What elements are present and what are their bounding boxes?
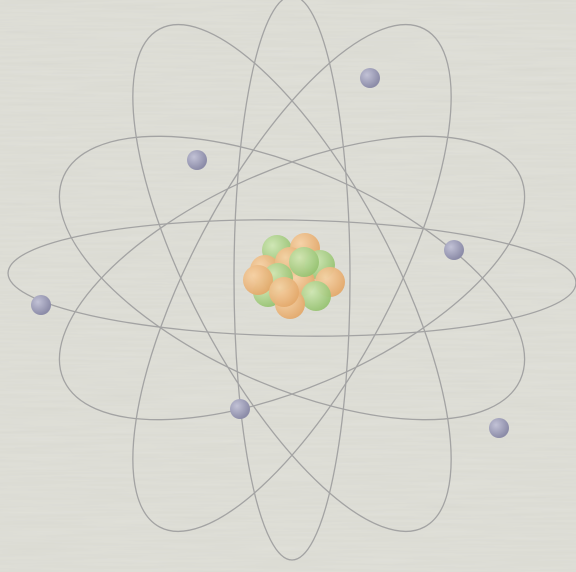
electron-2 (187, 150, 207, 170)
electron-5 (230, 399, 250, 419)
proton-14 (269, 277, 299, 307)
electron-6 (489, 418, 509, 438)
electron-4 (31, 295, 51, 315)
neutron-13 (289, 247, 319, 277)
electron-3 (444, 240, 464, 260)
neutron-10 (301, 281, 331, 311)
proton-12 (243, 265, 273, 295)
electron-1 (360, 68, 380, 88)
